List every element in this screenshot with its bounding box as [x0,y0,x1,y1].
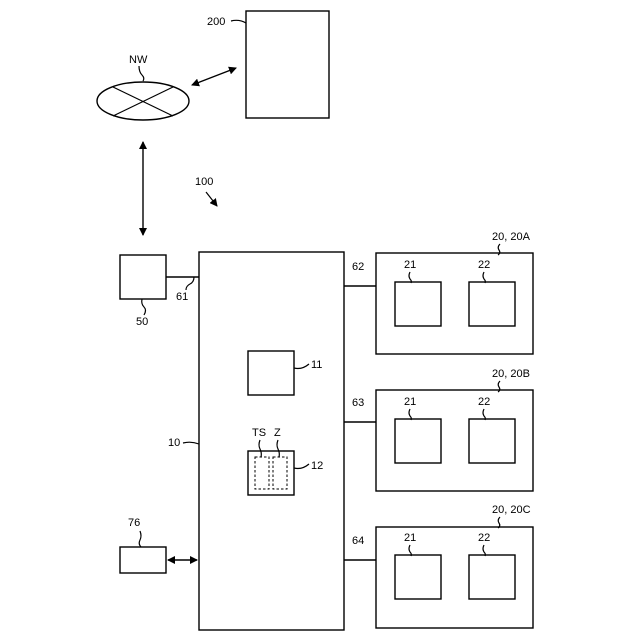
unit-b-sub-21-label: 21 [404,396,416,408]
network-node [97,82,189,120]
unit-b-label: 20, 20B [492,368,530,380]
region-ts [255,457,269,489]
device-76-label-leader [139,531,141,547]
unit-a-label: 20, 20A [492,231,531,243]
system-label-arrow [206,192,217,206]
network-server-arrow [192,68,236,85]
server-label-leader [231,20,246,23]
device-50-label-leader [142,299,146,315]
device-50-box [120,255,166,299]
unit-a-sub-21-label: 21 [404,259,416,271]
device-76-box [120,547,166,573]
line-64-label: 64 [352,535,364,547]
line-62-label: 62 [352,261,364,273]
unit-a-sub-21 [395,282,441,326]
main-controller-label: 10 [168,437,180,449]
region-ts-label: TS [252,427,266,439]
unit-c-sub-22-label: 22 [478,532,490,544]
line-63-label: 63 [352,397,364,409]
unit-a-sub-22-label: 22 [478,259,490,271]
server-box [246,11,329,118]
block-11-label: 11 [311,359,322,371]
unit-b-sub-21 [395,419,441,463]
server-label: 200 [207,16,225,28]
block-11 [248,351,294,395]
unit-c-sub-21 [395,555,441,599]
network-label: NW [129,54,148,66]
region-z-label: Z [274,427,281,439]
region-z [273,457,287,489]
device-50-label: 50 [136,316,148,328]
unit-b-sub-22-label: 22 [478,396,490,408]
unit-a-sub-22 [469,282,515,326]
main-controller-label-leader [183,442,199,444]
line-61-leader [186,277,194,290]
unit-b-sub-22 [469,419,515,463]
line-61-label: 61 [176,291,188,303]
device-76-label: 76 [128,517,140,529]
system-label: 100 [195,176,213,188]
unit-c-sub-22 [469,555,515,599]
unit-c-label: 20, 20C [492,504,531,516]
block-12-label: 12 [311,460,323,472]
unit-c-sub-21-label: 21 [404,532,416,544]
main-controller-box [199,252,344,630]
network-label-leader [139,66,144,81]
